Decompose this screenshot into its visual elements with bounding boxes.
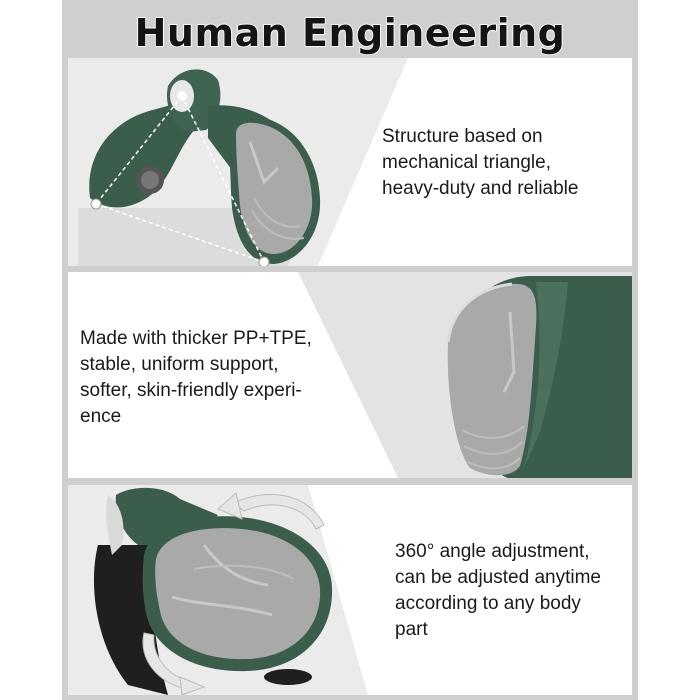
triangle-structure-illustration (68, 58, 408, 266)
pad-closeup-illustration (298, 272, 632, 478)
feature-panel-adjustment: 360° angle adjustment, can be adjusted a… (68, 485, 632, 695)
feature-text-structure: Structure based on mechanical triangle, … (382, 126, 579, 199)
rotation-arrows-illustration (68, 485, 368, 695)
feature-panel-material: Made with thicker PP+TPE, stable, unifor… (68, 272, 632, 478)
feature-text-material: Made with thicker PP+TPE, stable, unifor… (80, 328, 312, 427)
feature-text-adjustment: 360° angle adjustment, can be adjusted a… (395, 541, 601, 640)
page-title: Human Engineering Design (134, 10, 566, 106)
feature-panel-structure: Structure based on mechanical triangle, … (68, 58, 632, 266)
